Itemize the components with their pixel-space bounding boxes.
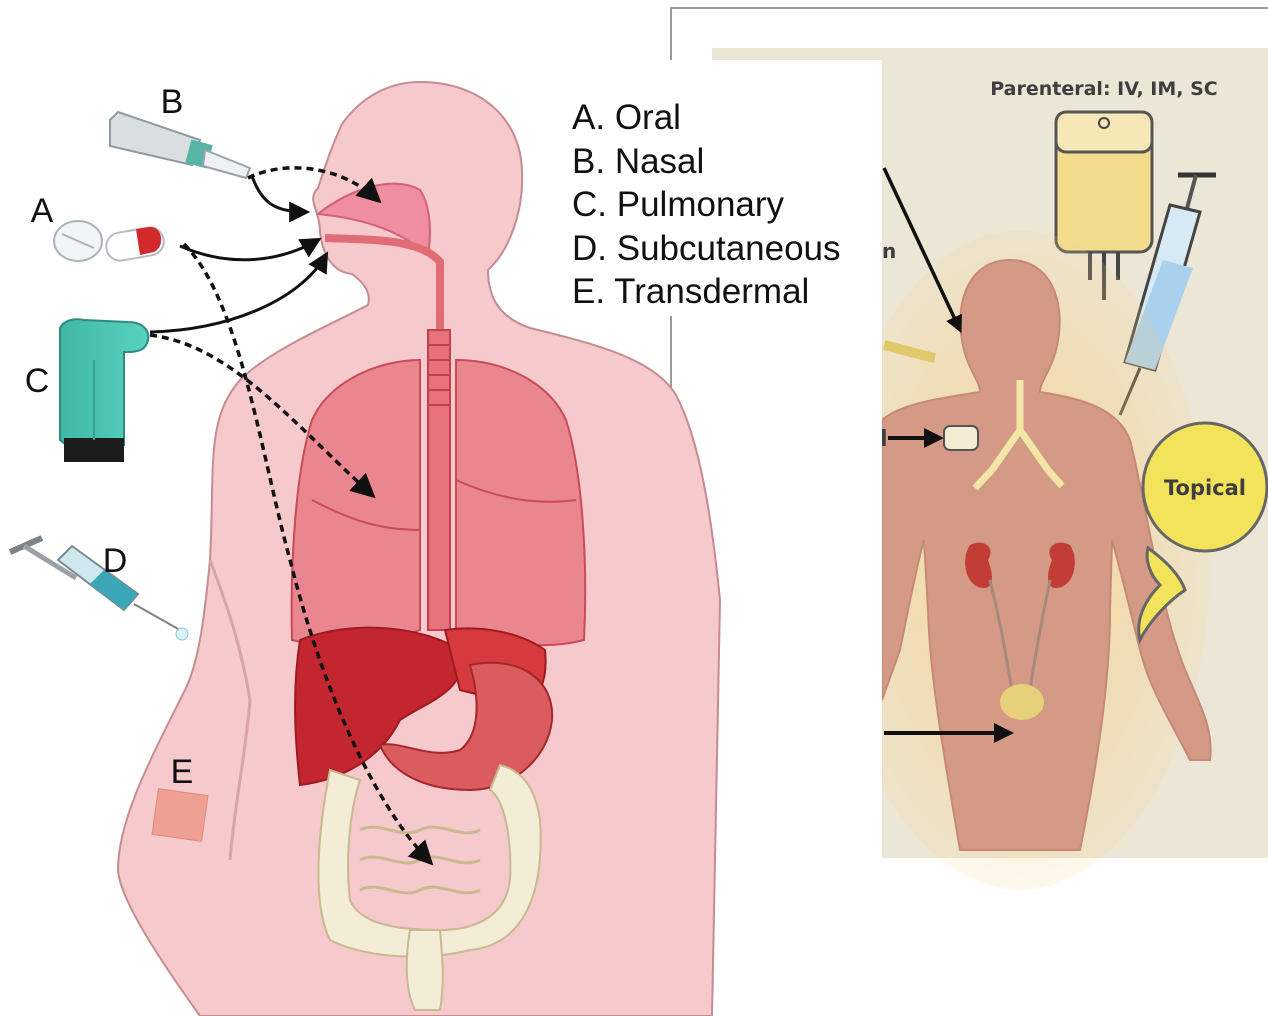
legend-route-name: Transdermal bbox=[614, 272, 809, 311]
arrow-nasal-solid bbox=[252, 176, 306, 212]
legend-item-pulmonary: C. Pulmonary bbox=[572, 183, 841, 227]
topical-label: Topical bbox=[1164, 476, 1246, 500]
legend-route-name: Pulmonary bbox=[617, 185, 784, 224]
legend-route-name: Oral bbox=[615, 98, 681, 137]
label-b: B bbox=[161, 83, 184, 121]
arrow-oral-solid bbox=[180, 240, 318, 260]
transdermal-patch-icon bbox=[152, 789, 208, 842]
label-a: A bbox=[31, 192, 54, 230]
parenteral-title: Parenteral: IV, IM, SC bbox=[990, 78, 1218, 100]
label-e: E bbox=[171, 753, 194, 791]
cropped-label-n: n bbox=[882, 239, 896, 263]
nasal-spray-icon bbox=[110, 112, 250, 178]
label-c: C bbox=[25, 362, 50, 400]
legend-letter: E. bbox=[572, 272, 605, 311]
capsule-icon bbox=[104, 225, 166, 263]
legend-letter: A. bbox=[572, 98, 605, 137]
tablet-icon bbox=[944, 426, 978, 450]
label-d: D bbox=[103, 542, 128, 580]
legend-letter: D. bbox=[572, 229, 607, 268]
legend-item-nasal: B. Nasal bbox=[572, 140, 841, 184]
legend-route-name: Nasal bbox=[615, 142, 704, 181]
legend-letter: B. bbox=[572, 142, 605, 181]
legend-letter: C. bbox=[572, 185, 607, 224]
legend-item-subcutaneous: D. Subcutaneous bbox=[572, 227, 841, 271]
pill-icon bbox=[54, 221, 102, 261]
legend-route-name: Subcutaneous bbox=[617, 229, 841, 268]
legend-item-oral: A. Oral bbox=[572, 96, 841, 140]
small-syringe-icon bbox=[10, 538, 188, 640]
route-legend: A. Oral B. Nasal C. Pulmonary D. Subcuta… bbox=[572, 96, 841, 314]
arrow-pulmonary-solid bbox=[150, 255, 326, 332]
inhaler-icon bbox=[60, 319, 148, 462]
legend-item-transdermal: E. Transdermal bbox=[572, 270, 841, 314]
